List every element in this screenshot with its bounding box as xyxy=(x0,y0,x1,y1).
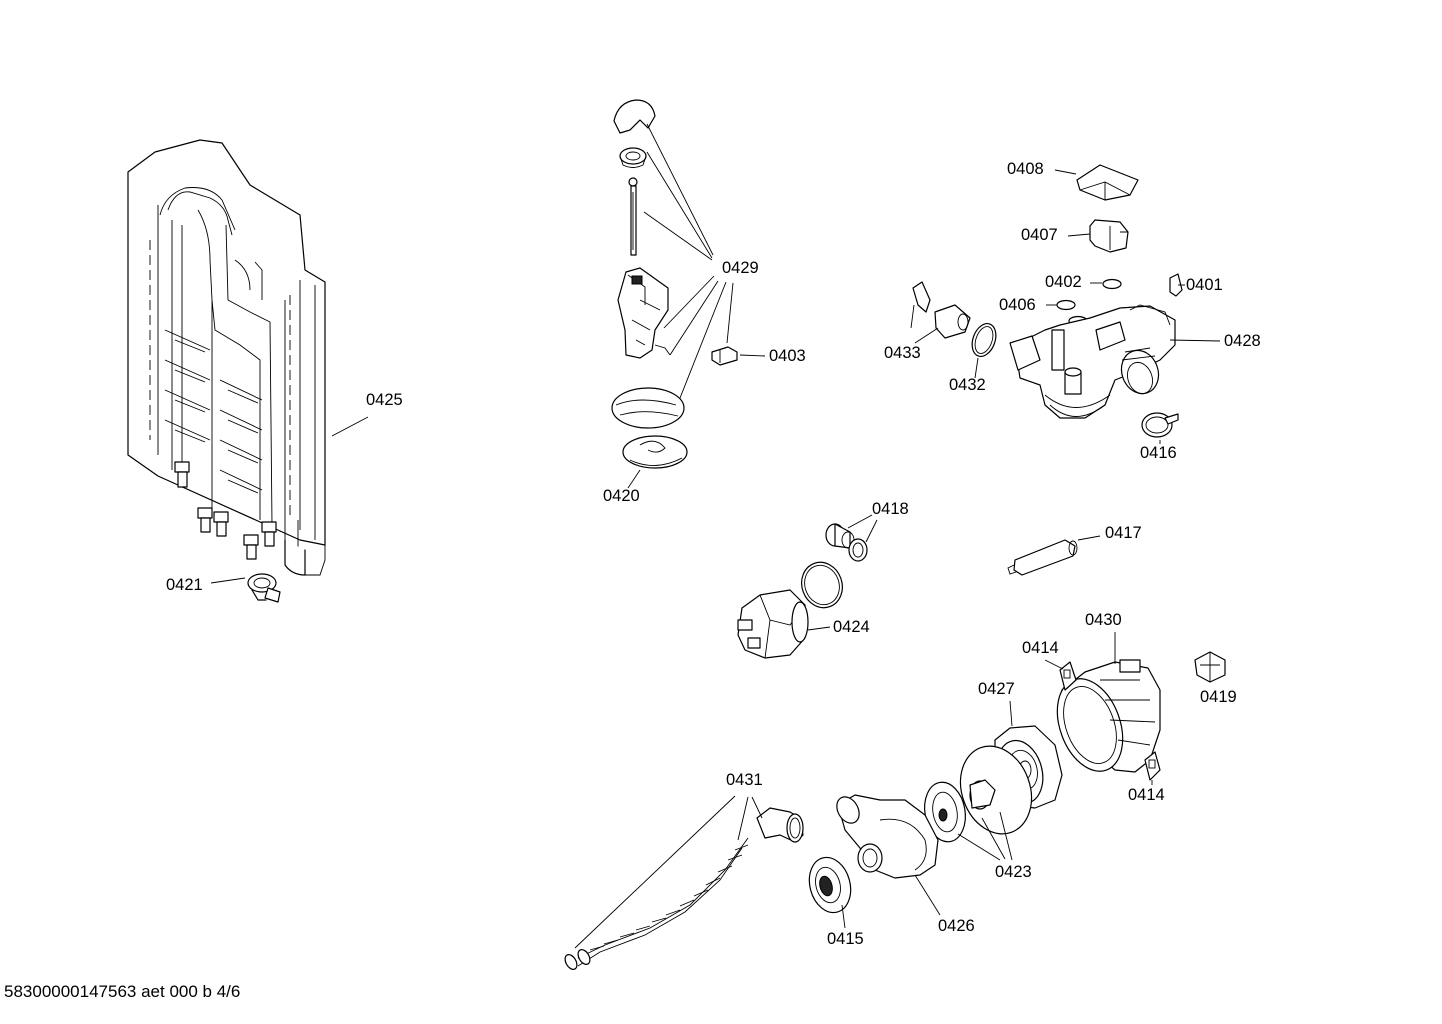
part-0421-clamp xyxy=(210,573,281,603)
label-0401: 0401 xyxy=(1186,276,1223,294)
label-0430: 0430 xyxy=(1085,611,1122,629)
label-0402: 0402 xyxy=(1045,273,1082,291)
part-0414-clip-bottom xyxy=(1144,751,1161,785)
document-footer-id: 58300000147563 aet 000 b 4/6 xyxy=(4,982,241,1001)
part-0425-reservoir xyxy=(127,139,369,576)
label-0403: 0403 xyxy=(769,347,806,365)
part-0402-oring xyxy=(1090,278,1122,290)
label-0423: 0423 xyxy=(995,863,1032,881)
label-0407: 0407 xyxy=(1021,226,1058,244)
label-0426: 0426 xyxy=(938,917,975,935)
label-0415: 0415 xyxy=(827,930,864,948)
label-0424: 0424 xyxy=(833,618,870,636)
label-0408: 0408 xyxy=(1007,160,1044,178)
part-0428-heater-block xyxy=(1009,304,1221,419)
label-0406: 0406 xyxy=(999,296,1036,314)
label-0414-top: 0414 xyxy=(1022,639,1059,657)
label-0432: 0432 xyxy=(949,376,986,394)
part-0407-connector xyxy=(1067,219,1129,253)
label-0417: 0417 xyxy=(1105,524,1142,542)
part-0418-filter xyxy=(825,514,878,562)
label-0433: 0433 xyxy=(884,344,921,362)
part-0426-pump-housing xyxy=(836,794,941,916)
part-0408-cover xyxy=(1054,164,1139,201)
part-0401-clip xyxy=(1169,273,1185,297)
label-0429: 0429 xyxy=(722,259,759,277)
part-0424-circulation-motor xyxy=(737,561,843,659)
label-0428: 0428 xyxy=(1224,332,1261,350)
part-0416-hose-clamp xyxy=(1141,412,1179,444)
part-0431-drain-hose xyxy=(564,795,804,970)
label-0427: 0427 xyxy=(978,680,1015,698)
label-0418: 0418 xyxy=(872,500,909,518)
label-0416: 0416 xyxy=(1140,444,1177,462)
part-0419-connector xyxy=(1194,651,1226,683)
part-0432-oring xyxy=(971,322,997,379)
label-0420: 0420 xyxy=(603,487,640,505)
label-0425: 0425 xyxy=(366,391,403,409)
part-0430-heat-pump xyxy=(1056,632,1161,773)
part-0415-seal xyxy=(808,856,852,929)
label-0419: 0419 xyxy=(1200,688,1237,706)
part-0429-dispenser xyxy=(611,99,766,489)
label-0414-bottom: 0414 xyxy=(1128,786,1165,804)
part-0423-pump-set xyxy=(924,745,1033,861)
label-0431: 0431 xyxy=(726,771,763,789)
part-0414-clip-top xyxy=(1044,659,1077,691)
part-0417-rod xyxy=(1007,535,1101,576)
label-0421: 0421 xyxy=(166,576,203,594)
part-0433-sensor xyxy=(910,281,971,344)
